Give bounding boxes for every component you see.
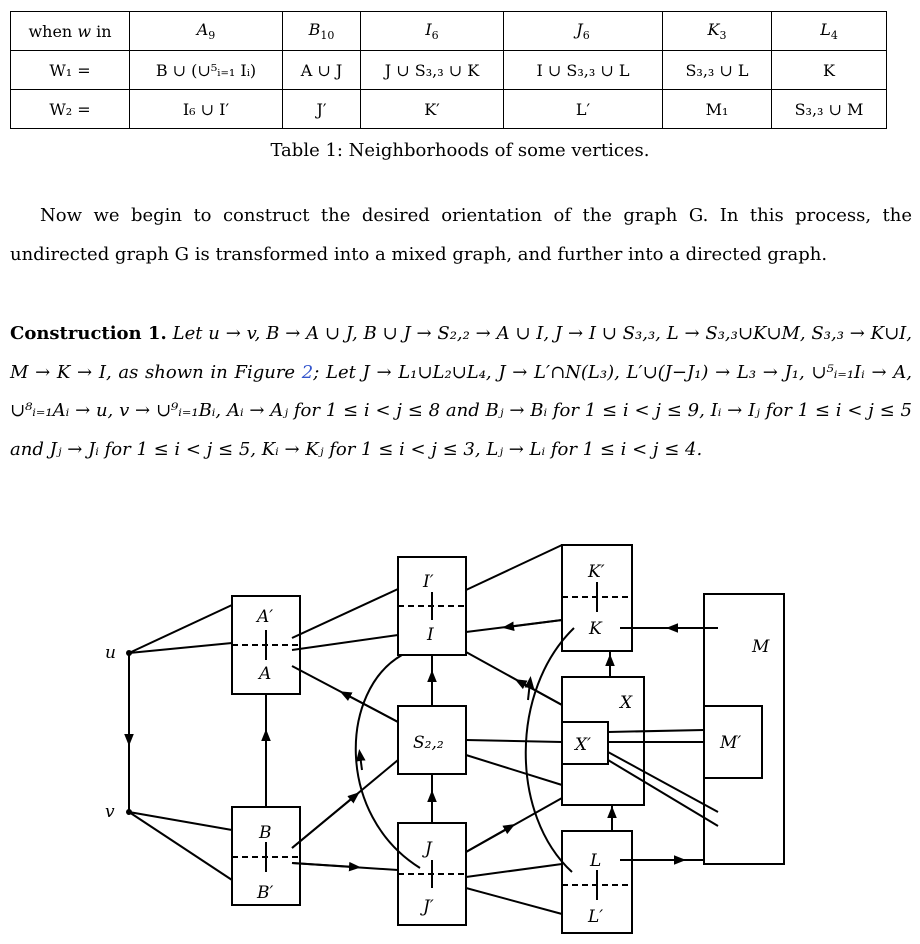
table-cell: A ∪ J [282,50,361,90]
label-I: I [426,625,434,645]
table-caption: Table 1: Neighborhoods of some vertices. [270,140,650,161]
table-row: W₂ = I₆ ∪ I′ J′ K′ L′ M₁ S₃,₃ ∪ M [10,89,887,129]
construction-body-1: Let u → v, B → A ∪ J, B ∪ J → S₂,₂ → A ∪… [10,323,912,383]
label-v: v [105,802,115,822]
label-L: L [589,851,601,871]
table-header-cell: K3 [662,11,772,51]
table-header-cell: J6 [503,11,663,51]
table-cell: L′ [503,89,663,129]
label-u: u [105,643,116,663]
label-L-prime: L′ [587,907,603,927]
label-M-prime: M′ [719,733,741,753]
intro-paragraph: Now we begin to construct the desired or… [10,205,912,265]
table-header-row: when w in A9 B10 I6 J6 K3 L4 [10,11,887,51]
table-cell: K′ [360,89,504,129]
label-A-prime: A′ [255,607,273,627]
label-M: M [751,637,770,657]
box-M [703,593,785,865]
label-J: J [422,839,433,859]
label-A: A [257,664,271,684]
table-cell: I₆ ∪ I′ [129,89,283,129]
label-X: X [618,693,633,713]
label-K: K [588,619,603,639]
label-J-prime: J′ [420,897,434,917]
figure-link[interactable]: 2 [301,361,314,383]
box-L [561,830,633,934]
table-row: W₁ = B ∪ (∪⁵ᵢ₌₁ Iᵢ) A ∪ J J ∪ S₃,₃ ∪ K I… [10,50,887,90]
construction-body-2: ; Let J → L₁∪L₂∪L₄, J → L′∩N(L₃), L′∪(J−… [10,361,912,460]
vertex-v [126,809,132,815]
construction-paragraph: Construction 1. Let u → v, B → A ∪ J, B … [10,315,912,469]
table-cell: I ∪ S₃,₃ ∪ L [503,50,663,90]
table-row-label: W₂ = [10,89,130,129]
table-header-label: when w in [28,21,112,41]
label-I-prime: I′ [422,572,434,592]
table-header-cell: when w in [10,11,130,51]
table-cell: S₃,₃ ∪ L [662,50,772,90]
table-cell: M₁ [662,89,772,129]
construction-title: Construction 1. [10,323,167,344]
label-K-prime: K′ [587,562,605,582]
table-cell: S₃,₃ ∪ M [771,89,887,129]
table-row-label: W₁ = [10,50,130,90]
label-B-prime: B′ [256,883,273,903]
label-S22: S₂,₂ [413,733,444,753]
table-header-cell: B10 [282,11,361,51]
table-cell: K [771,50,887,90]
label-X-prime: X′ [573,735,591,755]
label-B: B [258,823,272,843]
vertex-u [126,650,132,656]
table-cell: J′ [282,89,361,129]
neighborhood-table: when w in A9 B10 I6 J6 K3 L4 W₁ = B ∪ (∪… [10,11,887,129]
